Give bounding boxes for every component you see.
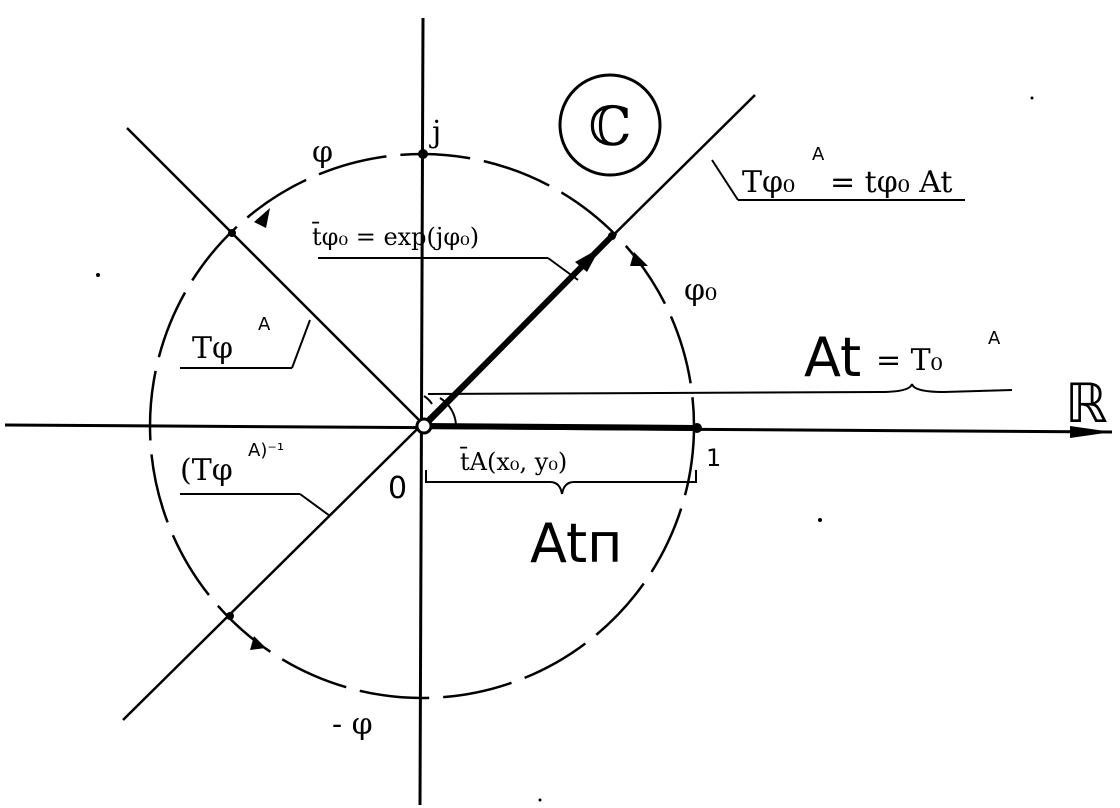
- op-phi0-rhs: = tφ₀ At: [830, 165, 953, 200]
- op-inv-leader: [299, 493, 331, 517]
- one-label: 1: [706, 444, 721, 472]
- op-phi-base: Tφ: [192, 331, 233, 366]
- neg-phi-label: - φ: [332, 707, 373, 742]
- op-phi-sup: A: [258, 314, 271, 335]
- op-phi0-sup: A: [812, 144, 825, 165]
- at-eq: = T₀: [876, 343, 943, 378]
- speck-2: [818, 518, 822, 522]
- point-origin: [415, 417, 433, 435]
- imag-unit-label: j: [429, 115, 441, 150]
- vector-tA: [423, 423, 698, 431]
- real-axis-label: ℝ: [1065, 372, 1108, 435]
- point-neg-phi: [226, 612, 234, 620]
- speck-3: [1030, 96, 1034, 100]
- op-phi-leader: [291, 319, 311, 369]
- angle-arc-origin-2: [423, 395, 433, 405]
- circle-arrow-upper-left: [254, 208, 270, 228]
- origin-label: 0: [388, 471, 407, 506]
- vector-tA-label: t̄A(x₀, y₀): [460, 447, 568, 476]
- circle-arrow-lower-left: [250, 636, 266, 650]
- unit-vector-tphi0-arrow: [575, 248, 600, 272]
- diagonal-line-phi: [126, 127, 426, 427]
- real-axis-arrow: [1070, 426, 1112, 438]
- unit-vector-label: t̄φ₀ = exp(jφ₀): [312, 222, 479, 251]
- at-lhs: At: [804, 326, 861, 389]
- unit-vector-label-leader: [547, 257, 579, 281]
- point-phi: [228, 229, 236, 237]
- speck-1: [96, 273, 100, 277]
- at-brace: [427, 383, 1013, 395]
- op-inv-base: (Tφ: [180, 453, 233, 488]
- op-inv-sup: A)⁻¹: [248, 440, 284, 461]
- imaginary-axis-line: [418, 17, 425, 806]
- point-j: [418, 149, 428, 159]
- at-sup: A: [988, 328, 1001, 349]
- point-phi0: [608, 232, 616, 240]
- circle-arrow-upper-right: [630, 252, 648, 266]
- complex-symbol-circle: [558, 73, 662, 177]
- op-phi0-base: Tφ₀: [742, 165, 795, 200]
- op-phi0-leader: [711, 159, 739, 201]
- complex-symbol: ℂ: [589, 95, 632, 158]
- phi0-label: φ₀: [684, 273, 717, 308]
- at-pi-label: Atп: [530, 512, 622, 575]
- point-one: [692, 423, 702, 433]
- speck-4: [538, 798, 542, 802]
- angle-arc-origin: [439, 397, 457, 426]
- phi-label: φ: [312, 135, 333, 170]
- at-pi-brace: [425, 470, 697, 495]
